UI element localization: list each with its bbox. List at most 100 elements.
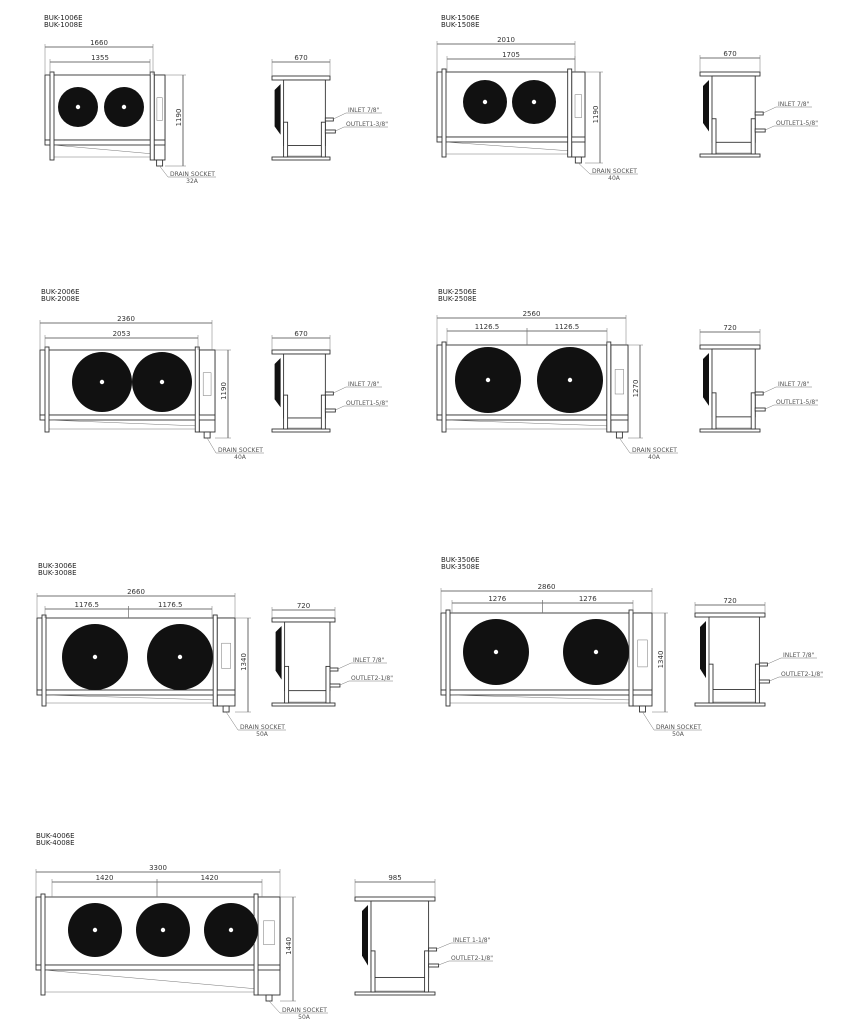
drain-socket-label: DRAIN SOCKET [170, 171, 215, 178]
inlet-pipe [754, 111, 764, 116]
drain-pan-slope [444, 419, 611, 427]
inlet-leader [337, 662, 387, 670]
outlet-leader [438, 960, 493, 966]
drain-pan-slope [43, 969, 259, 990]
outlet-pipe [324, 408, 336, 413]
fan-hub [177, 654, 183, 660]
inlet-leader [763, 386, 812, 394]
fan-guard [703, 353, 709, 406]
height-dimension: 1190 [175, 109, 183, 127]
control-box [571, 71, 586, 158]
drain-leader [206, 437, 264, 454]
drain-socket [574, 156, 582, 164]
model-name: BUK-2506E [438, 288, 477, 296]
side-leg [284, 665, 290, 704]
mounting-bracket [628, 609, 634, 707]
inlet-label: INLET 7/8" [778, 381, 810, 388]
terminal-cover [614, 369, 624, 395]
drain-leader [619, 437, 678, 454]
side-leg [424, 950, 430, 993]
mounting-bracket [441, 68, 447, 158]
mounting-bracket [44, 346, 50, 433]
model-name: BUK-3506E [441, 556, 480, 564]
mounting-bracket [194, 346, 200, 433]
side-casing [370, 900, 430, 978]
width-dimension: 2360 [117, 315, 135, 323]
fan-spacing-dimension: 1355 [91, 54, 109, 62]
outlet-pipe [428, 963, 440, 968]
drain-socket [222, 705, 230, 713]
mounting-bracket [567, 68, 573, 158]
inlet-leader [763, 106, 812, 114]
drain-pan [39, 414, 216, 421]
drain-socket-size: 32A [186, 178, 199, 185]
top-plate [699, 71, 761, 77]
fan-hub [228, 927, 234, 933]
drain-pan [436, 136, 586, 143]
fan-hub [160, 927, 166, 933]
mounting-bracket [253, 893, 259, 996]
base-plate [694, 702, 766, 707]
depth-dimension: 985 [388, 874, 401, 882]
inlet-leader [436, 942, 487, 950]
side-leg [320, 394, 326, 430]
height-dimension: 1340 [240, 653, 248, 671]
fan-spacing-dimension: 2053 [113, 330, 131, 338]
width-dimension: 2860 [538, 583, 556, 591]
side-casing [283, 79, 326, 146]
drain-socket-size: 50A [298, 1014, 311, 1021]
drain-pan [436, 414, 629, 421]
outlet-label: OUTLET1-3/8" [346, 121, 388, 128]
model-name: BUK-1506E [441, 14, 480, 22]
side-leg [754, 663, 760, 704]
depth-dimension: 670 [723, 50, 736, 58]
side-casing [284, 621, 331, 692]
side-casing [711, 348, 756, 418]
drain-socket-size: 50A [256, 731, 269, 738]
side-leg [283, 121, 289, 158]
fan-spacing-dimension: 1420 [96, 874, 114, 882]
terminal-cover [221, 642, 231, 669]
depth-dimension: 720 [723, 324, 736, 332]
inlet-pipe [428, 947, 438, 952]
outlet-label: OUTLET2-1/8" [781, 671, 823, 678]
drain-socket-label: DRAIN SOCKET [240, 724, 285, 731]
outlet-leader [335, 126, 388, 132]
inlet-leader [767, 657, 817, 665]
base-plate [699, 153, 761, 158]
fan-hub [493, 649, 499, 655]
model-name: BUK-4006E [36, 832, 75, 840]
side-leg [370, 950, 376, 993]
outlet-pipe [324, 129, 336, 134]
fan-spacing-dimension: 1176.5 [75, 601, 100, 609]
outlet-label: OUTLET1-5/8" [776, 120, 818, 127]
casing [436, 71, 586, 138]
mounting-bracket [445, 609, 451, 707]
drain-leader [578, 162, 638, 175]
fan-guard [274, 358, 281, 408]
terminal-cover [574, 94, 582, 118]
drain-pan-slope [444, 141, 572, 152]
top-plate [271, 617, 336, 623]
fan-hub [75, 104, 81, 110]
width-dimension: 1660 [90, 39, 108, 47]
outlet-pipe [329, 683, 341, 688]
drain-socket-size: 40A [648, 454, 661, 461]
fan-guard [362, 905, 368, 966]
drain-pan [35, 964, 281, 971]
inlet-leader [333, 386, 382, 394]
depth-dimension: 670 [294, 330, 307, 338]
